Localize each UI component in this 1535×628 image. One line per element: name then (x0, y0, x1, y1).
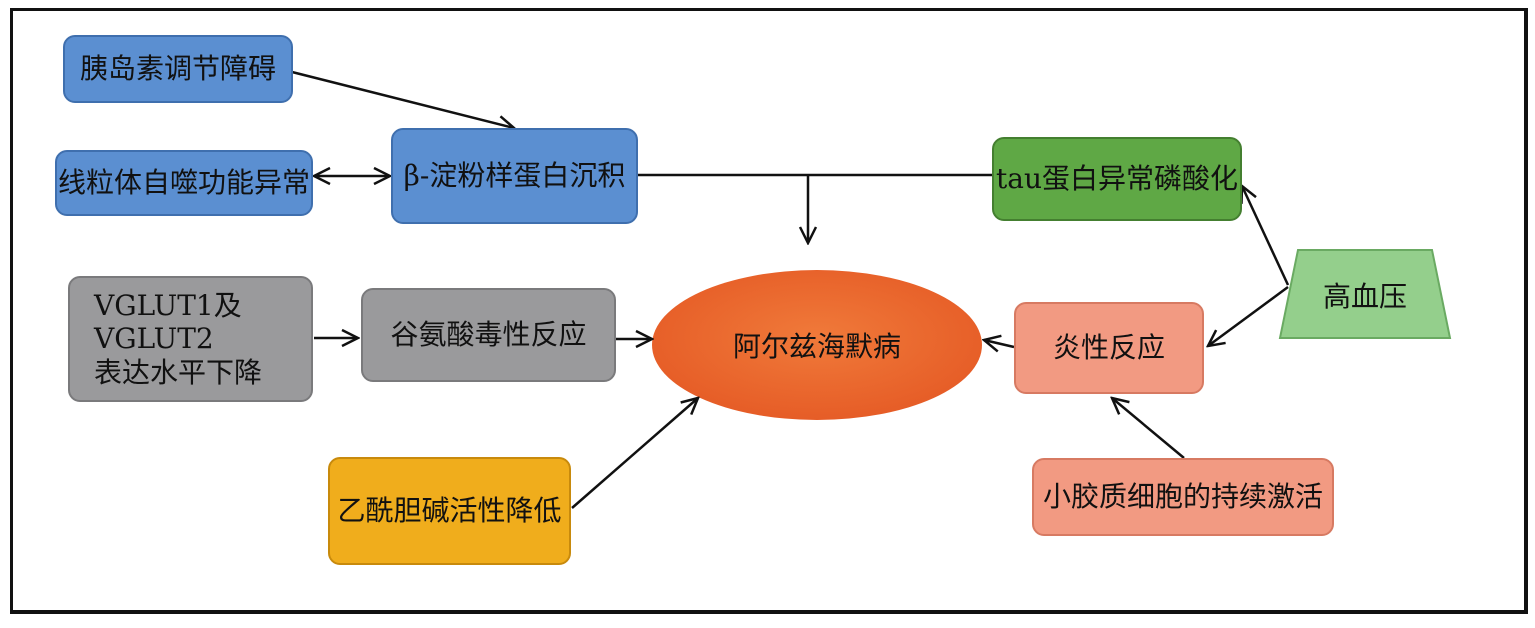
node-acetylcholine-label: 乙酰胆碱活性降低 (337, 494, 562, 528)
node-mitophagy-dysfunction: 线粒体自噬功能异常 (55, 150, 313, 216)
node-inflammation: 炎性反应 (1014, 302, 1204, 394)
center-ellipse (652, 270, 982, 420)
hypertension-trapezoid (1278, 249, 1452, 339)
hypertension-label-text: 高血压 (1322, 280, 1407, 313)
arrow-insulin-to-amyloid (291, 70, 514, 128)
arrow-hypertension-to-tau (1242, 186, 1290, 286)
node-microglia-label: 小胶质细胞的持续激活 (1042, 480, 1323, 514)
node-insulin-label: 胰岛素调节障碍 (79, 52, 276, 86)
arrow-hypertension-to-inflammation (1208, 285, 1289, 346)
node-microglia-activation: 小胶质细胞的持续激活 (1032, 458, 1334, 536)
hypertension-label: 高血压 (1280, 250, 1450, 340)
node-mito-label: 线粒体自噬功能异常 (57, 166, 310, 200)
node-vglut-decrease: VGLUT1及 VGLUT2 表达水平下降 (68, 276, 313, 402)
node-vglut-line3: 表达水平下降 (94, 355, 263, 389)
center-label-text: 阿尔兹海默病 (732, 330, 901, 363)
node-vglut-line2: VGLUT2 (94, 322, 214, 356)
node-amyloid-label: β-淀粉样蛋白沉积 (403, 159, 626, 193)
arrow-inflammation-to-center (984, 340, 1015, 347)
node-acetylcholine-decrease: 乙酰胆碱活性降低 (328, 457, 571, 565)
diagram-frame (10, 8, 1528, 614)
node-glutamate-toxicity: 谷氨酸毒性反应 (361, 288, 616, 382)
node-tau-label: tau蛋白异常磷酸化 (996, 162, 1238, 196)
node-insulin-dysregulation: 胰岛素调节障碍 (63, 35, 293, 103)
arrow-microglia-to-inflammation (1112, 398, 1185, 459)
node-vglut-line1: VGLUT1及 (94, 288, 242, 322)
node-tau-phosphorylation: tau蛋白异常磷酸化 (992, 137, 1242, 221)
arrow-acetylcholine-to-center (571, 398, 698, 509)
center-alzheimers-label: 阿尔兹海默病 (652, 270, 982, 420)
node-inflammation-label: 炎性反应 (1052, 331, 1165, 365)
node-glutamate-label: 谷氨酸毒性反应 (390, 318, 587, 352)
node-amyloid-deposition: β-淀粉样蛋白沉积 (391, 128, 638, 224)
